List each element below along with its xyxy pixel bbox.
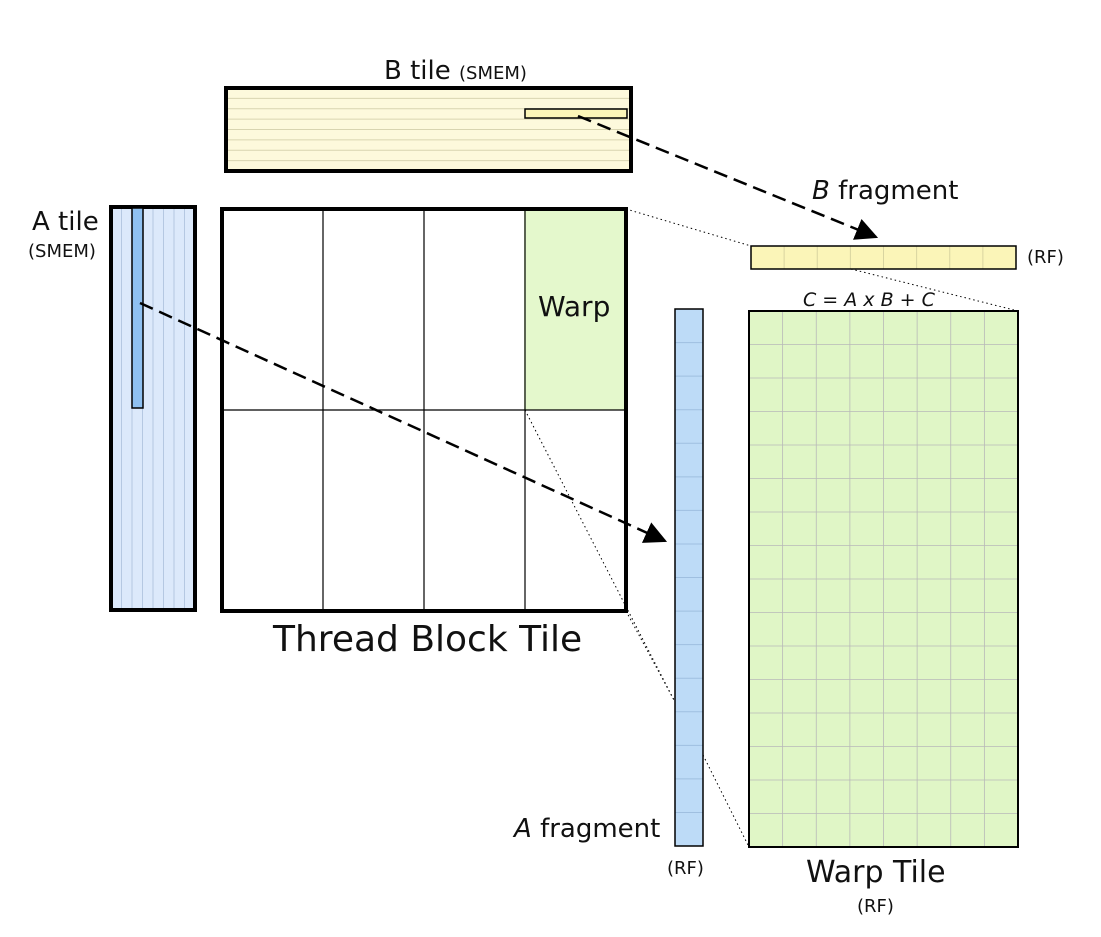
- a-fragment-title: fragment: [540, 814, 661, 844]
- warp-tile-memory: (RF): [857, 896, 894, 917]
- b-fragment-memory: (RF): [1027, 247, 1064, 268]
- b-load-arrow: [577, 114, 879, 240]
- b-fragment-variable: B: [812, 176, 830, 206]
- b-tile: [224, 86, 633, 173]
- b-fragment: [750, 245, 1017, 270]
- warp-label: Warp: [538, 290, 611, 323]
- projection-lines: [524, 208, 1019, 848]
- warp-cell: [524, 209, 625, 410]
- a-tile-memory: (SMEM): [28, 241, 96, 262]
- a-tile-title: A tile: [32, 207, 99, 237]
- a-fragment: [674, 308, 704, 847]
- warp-tile-label: Warp Tile: [806, 855, 946, 890]
- thread-block-tile-border: [220, 207, 628, 613]
- a-fragment-memory: (RF): [667, 858, 704, 879]
- a-tile-border: [109, 205, 197, 612]
- b-fragment-cells: [783, 246, 984, 269]
- a-fragment-variable: A: [514, 814, 532, 844]
- a-tile-slice: [131, 207, 144, 409]
- projection-line: [625, 208, 752, 247]
- b-tile-title: B tile: [384, 56, 451, 86]
- b-tile-slice: [524, 108, 628, 119]
- thread-block-tile-label: Thread Block Tile: [273, 619, 583, 660]
- thread-block-tile: [220, 207, 628, 613]
- b-fragment-title: fragment: [838, 176, 959, 206]
- b-tile-border: [224, 86, 633, 173]
- a-fragment-cells: [675, 342, 703, 813]
- b-fragment-border: [750, 245, 1017, 270]
- a-fragment-border: [674, 308, 704, 847]
- b-tile-row-lines: [226, 97, 631, 162]
- warp-tile: [748, 310, 1019, 848]
- projection-line: [850, 268, 1019, 312]
- a-fragment-label: A fragment: [514, 816, 660, 842]
- b-tile-label: B tile (SMEM): [384, 58, 527, 84]
- projection-line: [702, 754, 750, 848]
- b-tile-memory: (SMEM): [459, 63, 527, 84]
- equation-label: C = A x B + C: [803, 289, 935, 311]
- a-tile: [109, 205, 197, 612]
- warp-tile-grid: [749, 311, 1018, 847]
- projection-line: [625, 610, 676, 703]
- a-load-arrow: [139, 301, 668, 543]
- warp-tile-border: [748, 310, 1019, 848]
- projection-line: [524, 409, 676, 703]
- b-fragment-label: B fragment: [812, 178, 958, 204]
